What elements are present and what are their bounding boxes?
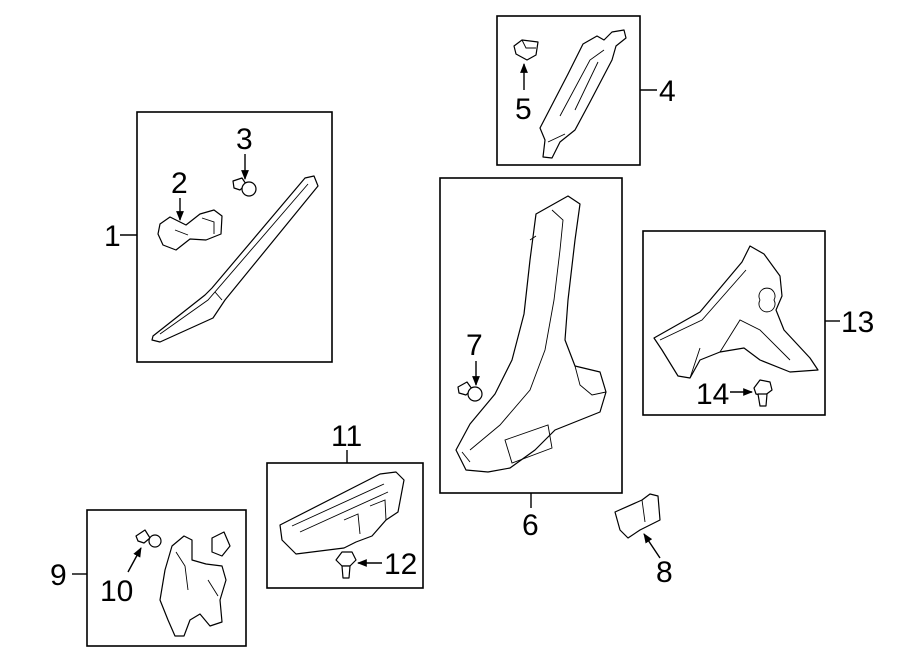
box-part-11 bbox=[266, 462, 424, 589]
pushpin-part-12 bbox=[335, 551, 357, 579]
quarter-trim-part bbox=[653, 245, 819, 379]
box-part-1 bbox=[136, 111, 333, 363]
a-pillar-trim-part bbox=[151, 175, 319, 343]
callout-3: 3 bbox=[236, 123, 253, 156]
group-b-pillar-trim: 6 7 bbox=[439, 177, 623, 542]
callout-1: 1 bbox=[104, 220, 121, 253]
callout-8: 8 bbox=[656, 556, 673, 589]
arrow-10 bbox=[127, 547, 142, 573]
clip-knob-part bbox=[211, 531, 231, 557]
screw-part-7 bbox=[457, 381, 483, 402]
arrow-8 bbox=[643, 533, 661, 559]
screw-part-14 bbox=[753, 379, 773, 407]
callout-11: 11 bbox=[331, 420, 362, 453]
cover-part-8 bbox=[614, 493, 661, 539]
callout-6: 6 bbox=[522, 509, 539, 542]
callout-9: 9 bbox=[50, 559, 67, 592]
callout-7: 7 bbox=[466, 329, 483, 362]
group-a-pillar-trim: 1 2 3 bbox=[104, 111, 333, 363]
group-lower-quarter-trim: 9 10 bbox=[50, 509, 247, 647]
callout-12: 12 bbox=[384, 548, 417, 581]
lower-quarter-trim-part bbox=[159, 535, 227, 637]
callout-13: 13 bbox=[841, 306, 874, 339]
group-sill-plate: 11 12 bbox=[266, 420, 424, 589]
box-part-9 bbox=[86, 509, 247, 647]
clip-part-5 bbox=[513, 39, 539, 61]
callout-10: 10 bbox=[100, 575, 133, 608]
clip-part-2 bbox=[157, 209, 223, 251]
group-quarter-trim: 13 14 bbox=[642, 230, 874, 416]
box-part-13 bbox=[642, 230, 826, 416]
group-upper-trim: 4 5 bbox=[496, 15, 676, 166]
sill-plate-part bbox=[279, 471, 405, 555]
callout-4: 4 bbox=[659, 75, 676, 108]
callout-14: 14 bbox=[696, 378, 729, 411]
callout-5: 5 bbox=[515, 93, 532, 126]
b-pillar-trim-part bbox=[455, 195, 607, 473]
callout-2: 2 bbox=[171, 167, 188, 200]
upper-trim-part bbox=[539, 29, 627, 159]
pushpin-part-10 bbox=[135, 529, 162, 548]
screw-part-3 bbox=[232, 177, 257, 197]
